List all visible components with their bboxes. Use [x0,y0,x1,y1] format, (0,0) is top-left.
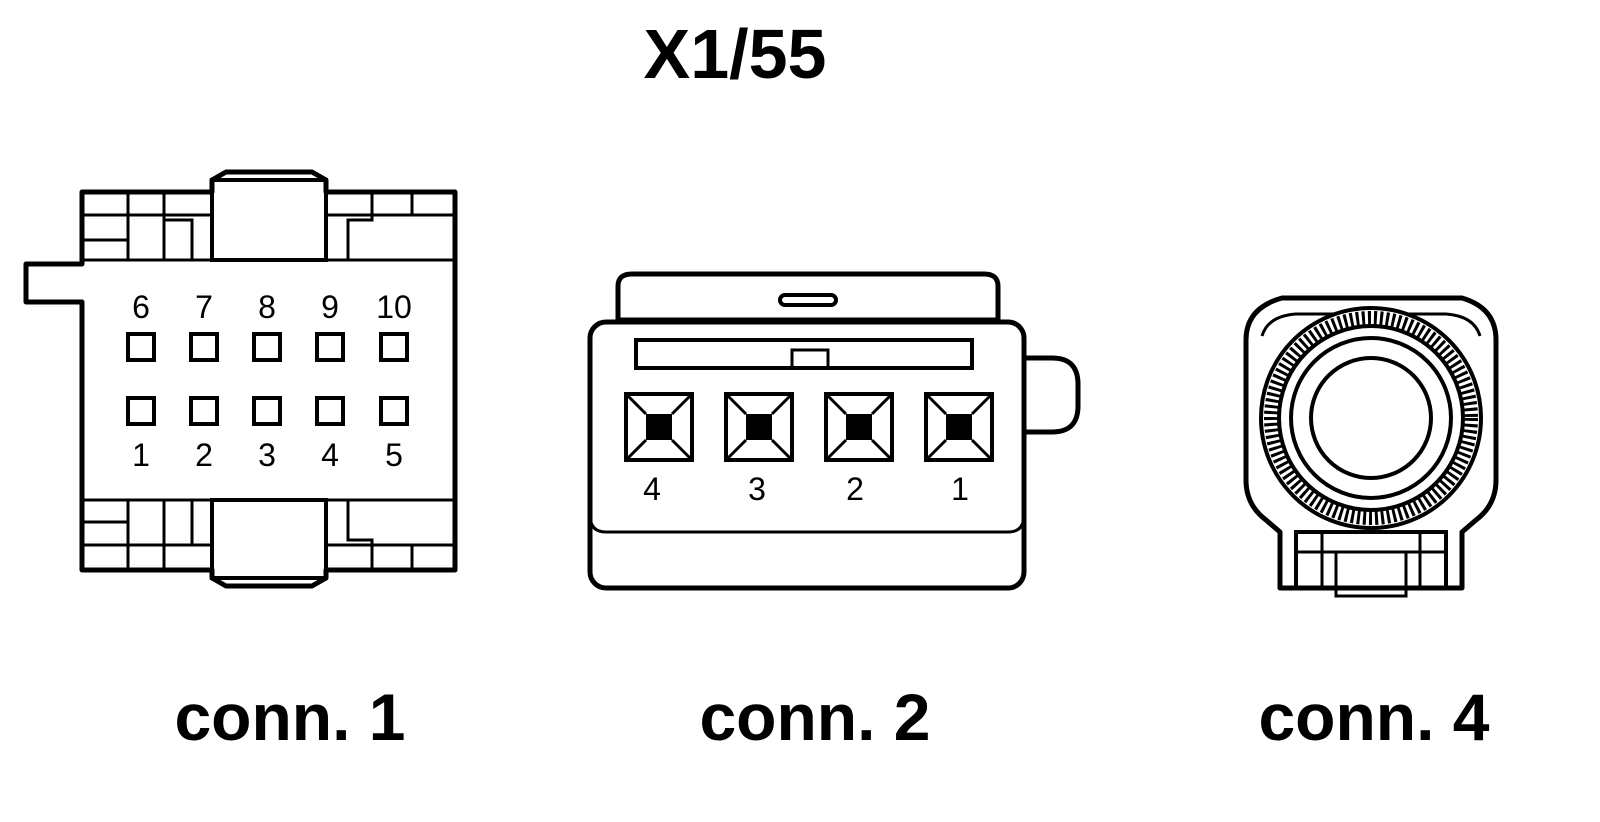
pin-label: 3 [258,437,276,473]
connector-1-housing [23,169,458,589]
pin-1 [924,392,994,462]
connector-2-housing [587,271,1081,591]
pin-3 [724,392,794,462]
pin-4 [315,396,345,426]
connector-1-pin-labels: 6 7 8 9 10 1 2 3 4 5 [132,289,412,473]
connector-2-pin-labels: 4 3 2 1 [643,471,969,507]
connector-4-socket [1259,306,1483,530]
pin-3 [252,396,282,426]
pin-label: 5 [385,437,403,473]
pin-5 [379,396,409,426]
connector-2-pins [624,392,994,462]
pin-label: 7 [195,289,213,325]
pin-4 [624,392,694,462]
pin-6 [126,332,156,362]
pin-7 [189,332,219,362]
pin-label: 10 [376,289,412,325]
pin-label: 8 [258,289,276,325]
pin-label: 2 [846,471,864,507]
pin-label: 6 [132,289,150,325]
pin-label: 3 [748,471,766,507]
pin-9 [315,332,345,362]
pin-label: 1 [951,471,969,507]
connector-1-pins [126,332,409,426]
pin-2 [189,396,219,426]
diagram-title: X1/55 [644,15,827,93]
pin-8 [252,332,282,362]
pin-label: 4 [321,437,339,473]
pin-label: 9 [321,289,339,325]
connector-1-label: conn. 1 [174,680,405,754]
pin-1 [126,396,156,426]
pin-label: 4 [643,471,661,507]
connector-2-label: conn. 2 [699,680,930,754]
pin-label: 1 [132,437,150,473]
pin-10 [379,332,409,362]
pin-label: 2 [195,437,213,473]
connector-4-label: conn. 4 [1258,680,1489,754]
pin-2 [824,392,894,462]
